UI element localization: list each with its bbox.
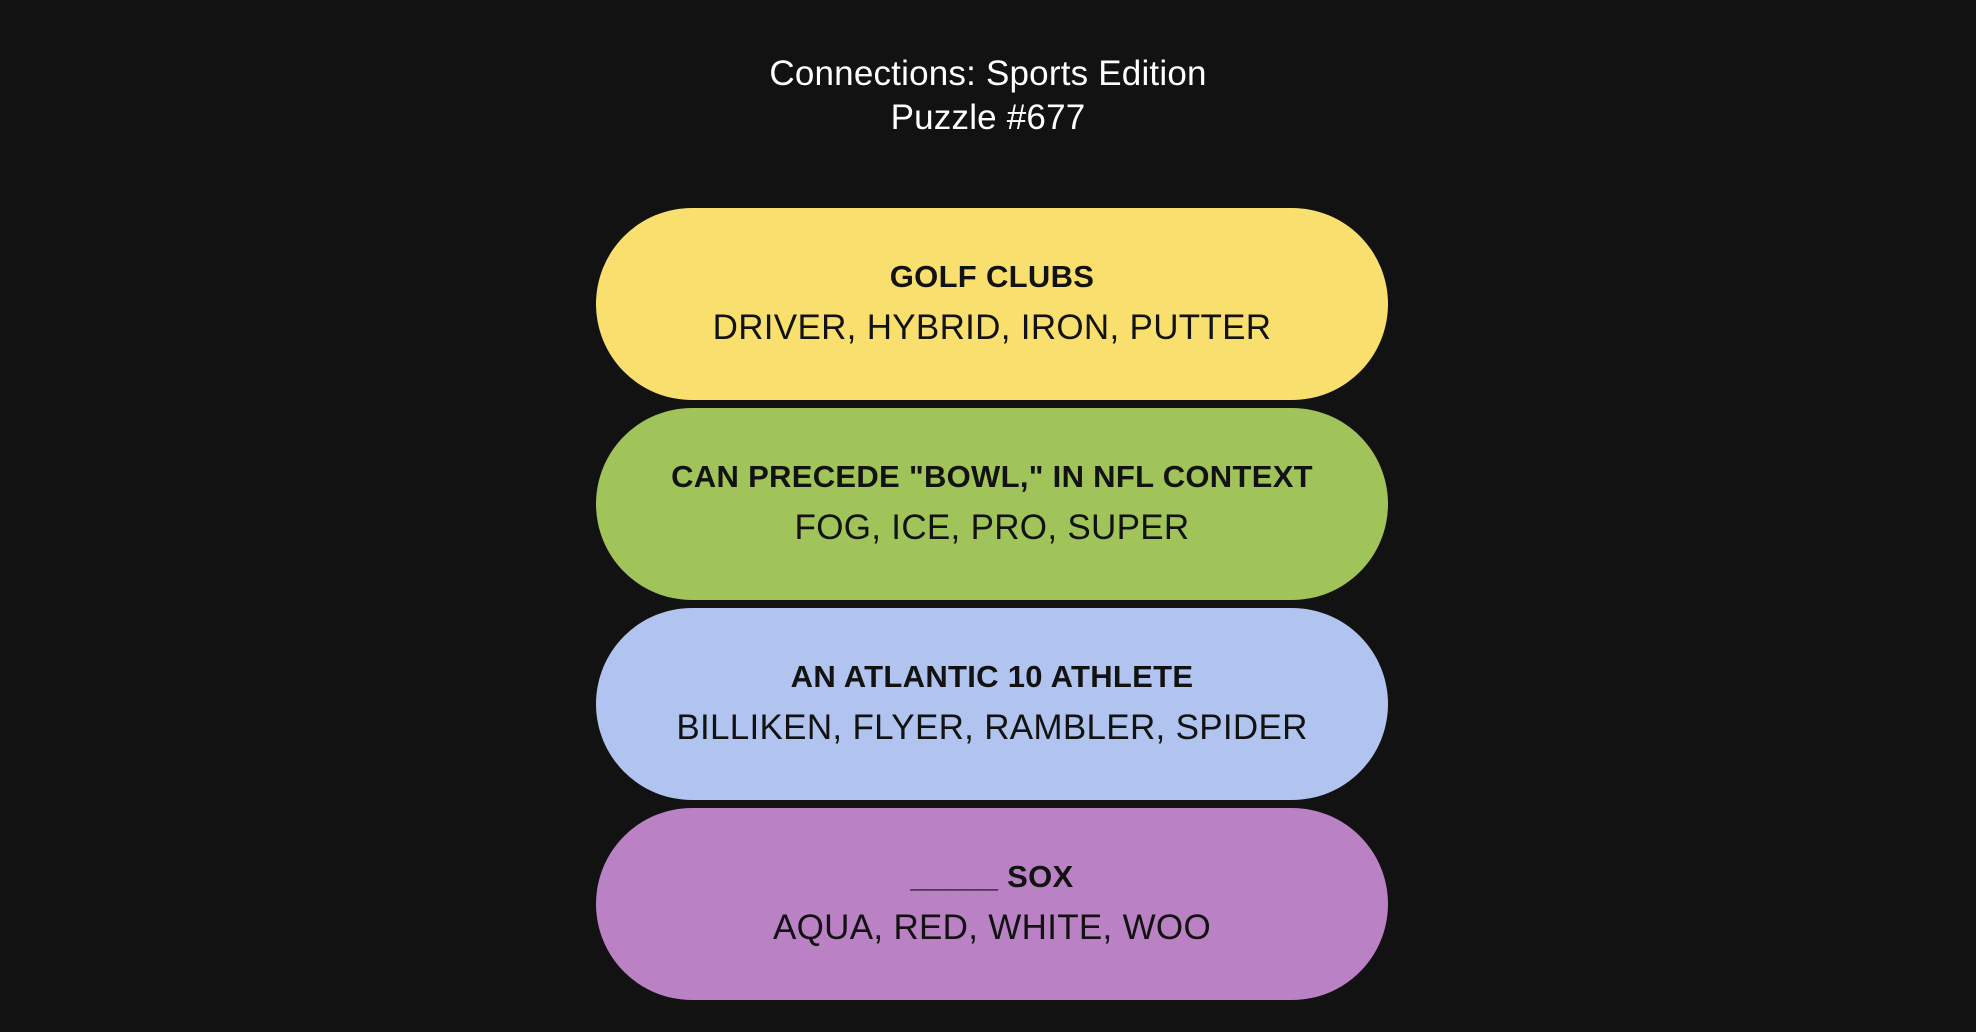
group-purple: _____ SOX AQUA, RED, WHITE, WOO bbox=[596, 808, 1388, 1000]
group-title: GOLF CLUBS bbox=[889, 259, 1095, 294]
group-members: AQUA, RED, WHITE, WOO bbox=[773, 908, 1211, 947]
group-members: BILLIKEN, FLYER, RAMBLER, SPIDER bbox=[676, 708, 1308, 747]
group-green: CAN PRECEDE "BOWL," IN NFL CONTEXT FOG, … bbox=[596, 408, 1388, 600]
group-members: FOG, ICE, PRO, SUPER bbox=[794, 508, 1190, 547]
page-title: Connections: Sports Edition bbox=[769, 54, 1207, 93]
group-title: CAN PRECEDE "BOWL," IN NFL CONTEXT bbox=[671, 459, 1313, 494]
group-title: AN ATLANTIC 10 ATHLETE bbox=[790, 659, 1194, 694]
solved-groups: GOLF CLUBS DRIVER, HYBRID, IRON, PUTTER … bbox=[596, 208, 1388, 1008]
group-blue: AN ATLANTIC 10 ATHLETE BILLIKEN, FLYER, … bbox=[596, 608, 1388, 800]
group-yellow: GOLF CLUBS DRIVER, HYBRID, IRON, PUTTER bbox=[596, 208, 1388, 400]
puzzle-header: Connections: Sports Edition Puzzle #677 bbox=[0, 52, 1976, 140]
group-members: DRIVER, HYBRID, IRON, PUTTER bbox=[712, 308, 1272, 347]
puzzle-number: Puzzle #677 bbox=[890, 98, 1086, 137]
group-title: _____ SOX bbox=[910, 859, 1074, 894]
